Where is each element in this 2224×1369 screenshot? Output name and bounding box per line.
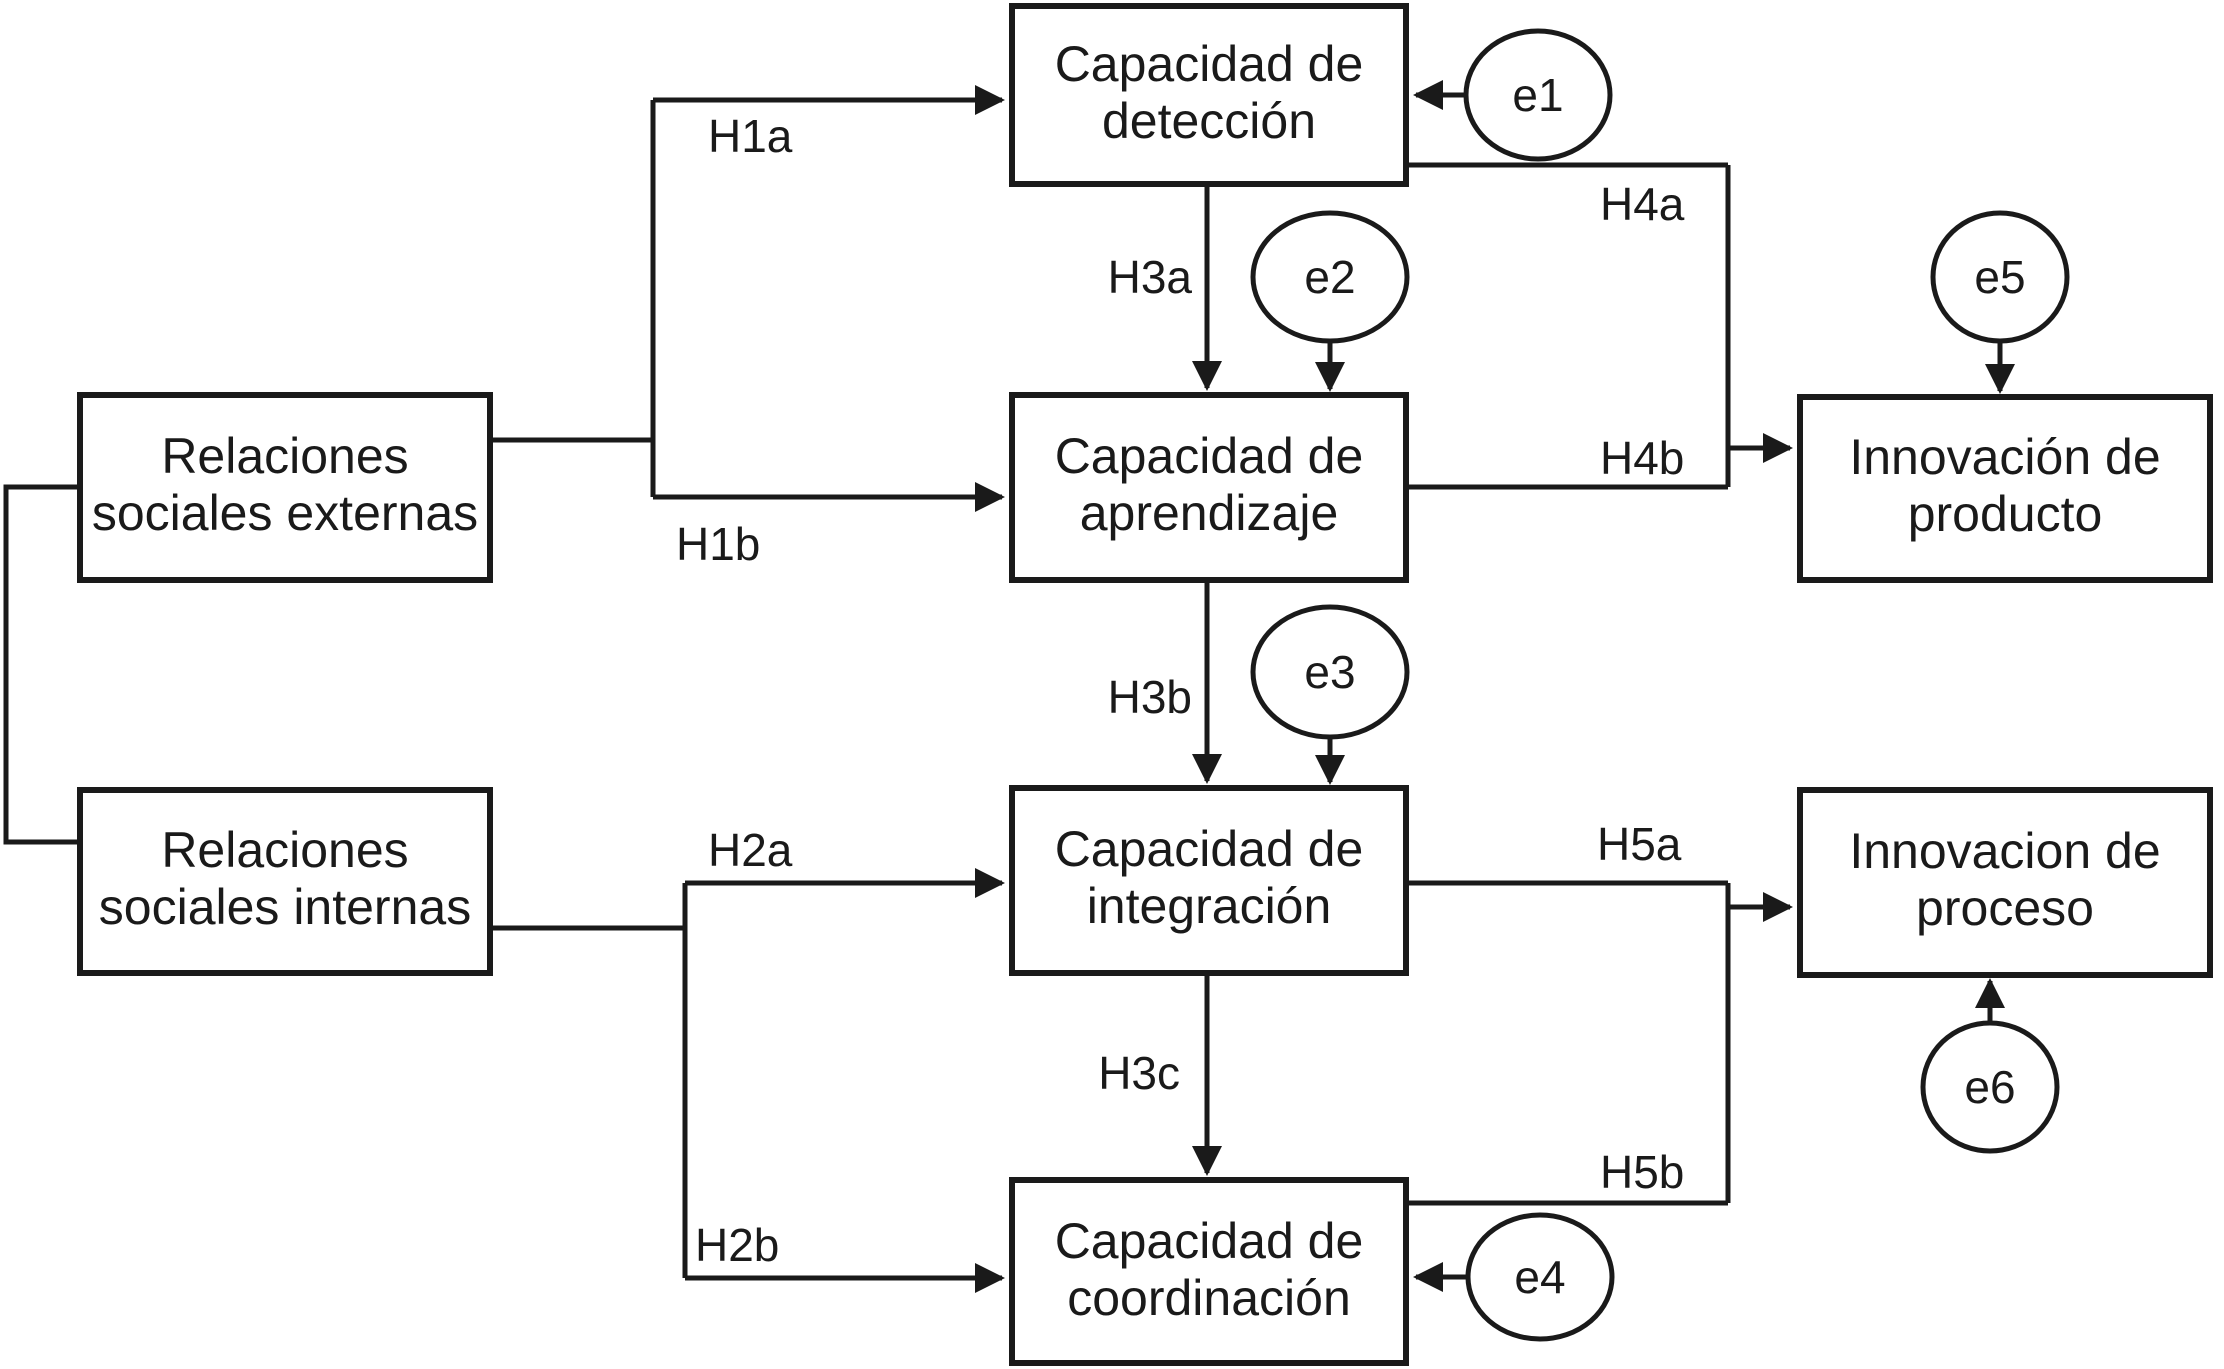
node-label-line2: coordinación [1067, 1270, 1351, 1326]
hypothesis-label-h3a: H3a [1108, 251, 1193, 303]
node-label-line1: Relaciones [161, 428, 408, 484]
hypothesis-label-h5b: H5b [1600, 1146, 1684, 1198]
hypothesis-label-h3b: H3b [1108, 671, 1192, 723]
error-label: e1 [1512, 69, 1563, 121]
error-label: e2 [1304, 251, 1355, 303]
node-capacidad-de-deteccion: Capacidad de detección [1009, 3, 1409, 187]
error-term-e5: e5 [1930, 210, 2070, 344]
node-label-line1: Capacidad de [1055, 36, 1364, 92]
hypothesis-label-h2a: H2a [708, 824, 793, 876]
error-label: e3 [1304, 646, 1355, 698]
hypothesis-label-h3c: H3c [1098, 1047, 1180, 1099]
node-label-line2: aprendizaje [1080, 485, 1339, 541]
error-ellipse [1250, 210, 1410, 344]
error-term-e3: e3 [1250, 604, 1410, 740]
node-label-line1: Relaciones [161, 822, 408, 878]
node-capacidad-de-integracion: Capacidad de integración [1009, 785, 1409, 976]
hypothesis-label-h1a: H1a [708, 110, 793, 162]
node-box [1009, 785, 1409, 976]
node-box [1009, 392, 1409, 583]
hypothesis-label-h1b: H1b [676, 518, 760, 570]
error-ellipse [1250, 604, 1410, 740]
node-label-line2: sociales internas [99, 879, 471, 935]
hypothesis-label-h2b: H2b [695, 1219, 779, 1271]
node-innovacion-de-proceso: Innovacion de proceso [1797, 787, 2213, 978]
node-label-line1: Innovacion de [1849, 823, 2160, 879]
error-label: e6 [1964, 1061, 2015, 1113]
node-box [77, 787, 493, 976]
error-ellipse [1920, 1020, 2060, 1154]
node-label-line1: Capacidad de [1055, 1213, 1364, 1269]
error-term-e1: e1 [1463, 28, 1613, 162]
node-relaciones-sociales-internas: Relaciones sociales internas [77, 787, 493, 976]
error-ellipse [1930, 210, 2070, 344]
node-label-line1: Capacidad de [1055, 821, 1364, 877]
error-label: e4 [1514, 1251, 1565, 1303]
node-innovacion-de-producto: Innovación de producto [1797, 394, 2213, 583]
hypothesis-label-h4b: H4b [1600, 432, 1684, 484]
node-label-line2: proceso [1916, 880, 2094, 936]
error-ellipse [1463, 28, 1613, 162]
covariance-bracket [3, 484, 80, 845]
error-term-e2: e2 [1250, 210, 1410, 344]
node-box [1797, 787, 2213, 978]
node-box [77, 392, 493, 583]
node-capacidad-de-coordinacion: Capacidad de coordinación [1009, 1177, 1409, 1366]
node-capacidad-de-aprendizaje: Capacidad de aprendizaje [1009, 392, 1409, 583]
error-ellipse [1465, 1212, 1615, 1342]
node-label-line1: Innovación de [1849, 429, 2160, 485]
node-box [1009, 3, 1409, 187]
error-term-e4: e4 [1465, 1212, 1615, 1342]
node-label-line2: integración [1087, 878, 1332, 934]
node-box [1009, 1177, 1409, 1366]
error-term-e6: e6 [1920, 1020, 2060, 1154]
hypothesis-label-h5a: H5a [1597, 818, 1682, 870]
hypothesis-label-h4a: H4a [1600, 178, 1685, 230]
error-label: e5 [1974, 251, 2025, 303]
node-label-line1: Capacidad de [1055, 428, 1364, 484]
node-relaciones-sociales-externas: Relaciones sociales externas [77, 392, 493, 583]
node-box [1797, 394, 2213, 583]
node-label-line2: sociales externas [92, 485, 478, 541]
node-label-line2: detección [1102, 93, 1316, 149]
node-label-line2: producto [1908, 486, 2103, 542]
